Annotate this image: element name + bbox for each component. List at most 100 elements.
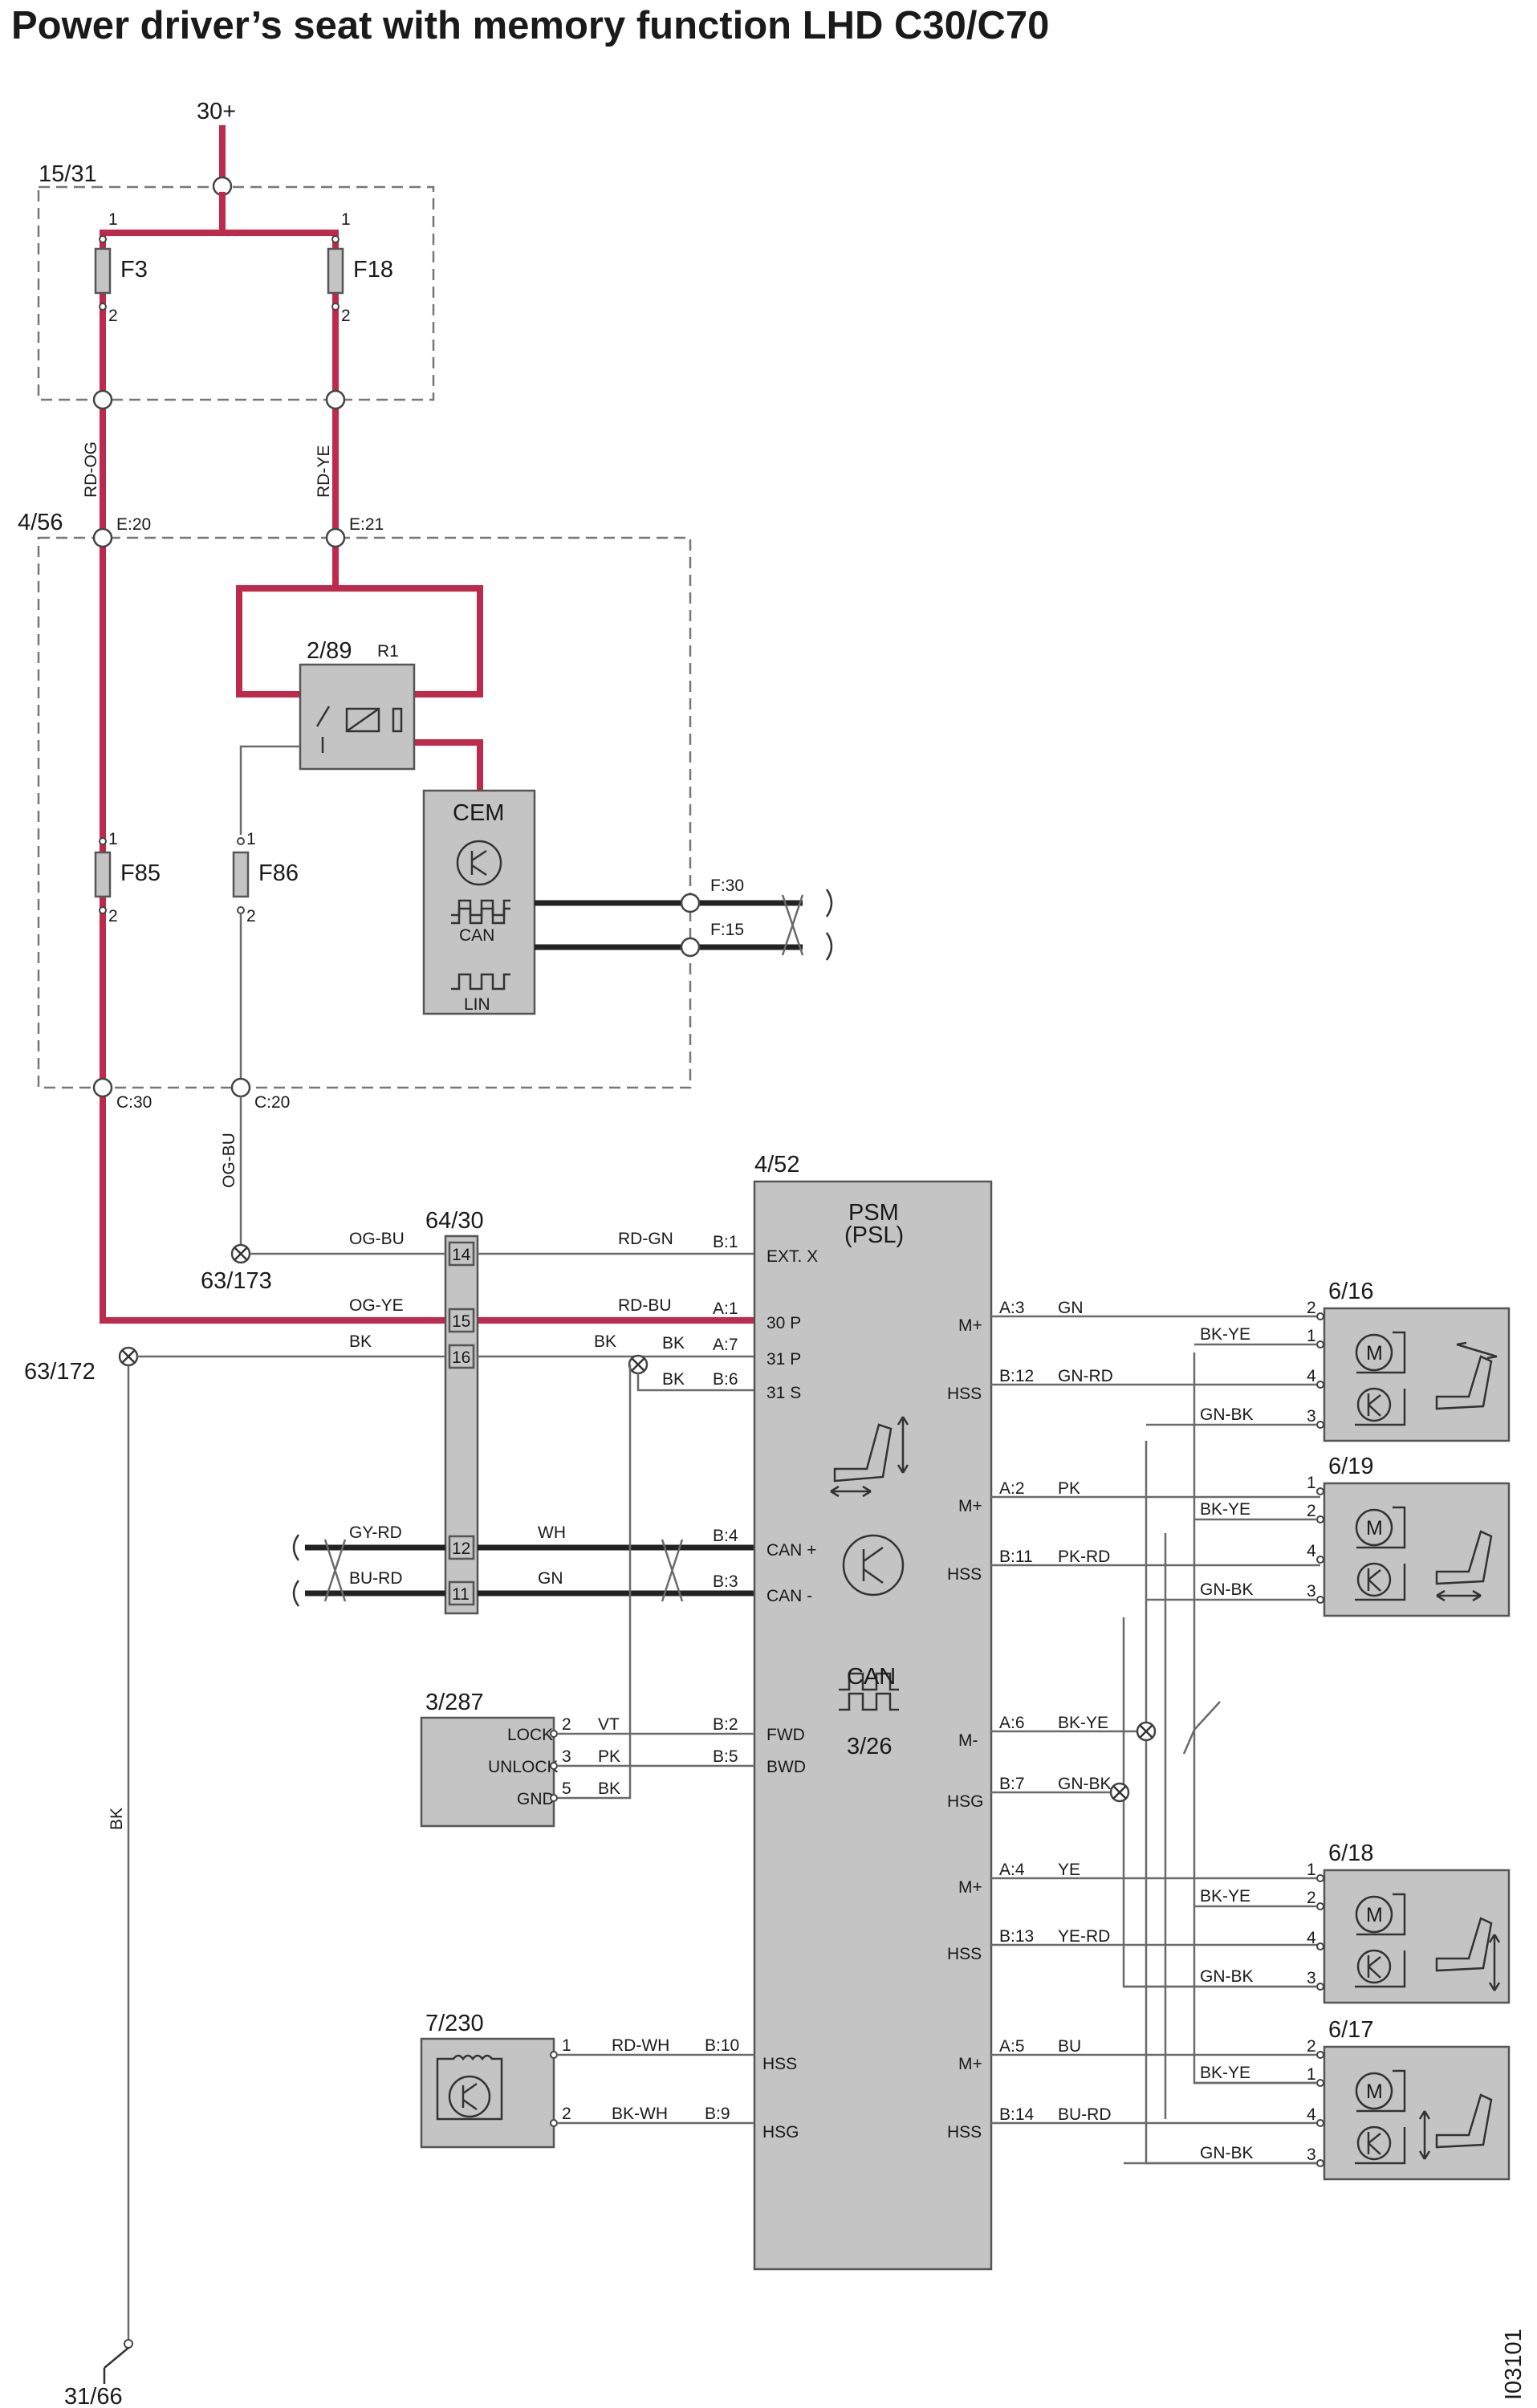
label-15-31: 15/31 [39,161,97,187]
psm-right-pin-A:6: M-A:6BK-YE [958,1714,1137,1750]
motor-id: 6/19 [1328,1454,1373,1479]
relay-name: R1 [377,642,399,661]
motor-id: 6/16 [1328,1279,1373,1304]
label-4-56: 4/56 [18,510,63,535]
wire-label-og-bu: OG-BU [220,1133,238,1188]
svg-text:5: 5 [562,1780,571,1798]
svg-text:A:6: A:6 [999,1714,1025,1732]
svg-text:GND: GND [517,1790,555,1808]
label-4-52: 4/52 [754,1152,799,1178]
svg-text:BK-YE: BK-YE [1200,1887,1250,1906]
svg-text:RD-WH: RD-WH [612,2036,669,2055]
svg-text:YE: YE [1058,1861,1080,1879]
label-e21: E:21 [349,515,384,534]
label-63-172: 63/172 [24,1359,96,1385]
svg-text:HSG: HSG [762,2123,799,2142]
wire-label-right: WH [538,1523,566,1542]
svg-text:4: 4 [1307,1929,1316,1947]
svg-text:HSG: HSG [947,1792,984,1811]
svg-text:1: 1 [562,2036,571,2055]
cem-lin-label: LIN [464,995,490,1014]
svg-text:2: 2 [1307,2037,1316,2056]
wire-label-left: BU-RD [349,1569,403,1588]
cem-can-label: CAN [459,926,494,945]
node-f30 [680,893,701,913]
svg-text:3: 3 [1307,1582,1316,1601]
wire-label-rd-og: RD-OG [82,441,100,498]
svg-text:HSS: HSS [762,2055,797,2073]
svg-text:1: 1 [1307,1327,1316,1345]
svg-text:3: 3 [1307,2146,1316,2164]
svg-text:BK-WH: BK-WH [612,2105,668,2123]
svg-text:GN-BK: GN-BK [1200,1405,1254,1424]
svg-text:GN-RD: GN-RD [1058,1367,1113,1385]
svg-text:UNLOCK: UNLOCK [488,1758,559,1776]
svg-text:BU-RD: BU-RD [1058,2105,1112,2124]
fuse-f18-label: F18 [353,257,393,283]
svg-text:YE-RD: YE-RD [1058,1927,1110,1946]
wire-label-right: BK [594,1332,616,1351]
svg-text:B:14: B:14 [999,2105,1035,2124]
splice-m-minus [1136,1721,1157,1742]
label-f15: F:15 [710,921,744,939]
wire-relay-f86 [239,745,300,835]
svg-text:1: 1 [246,830,256,848]
svg-text:B:11: B:11 [999,1548,1033,1566]
svg-text:HSS: HSS [947,1945,982,1963]
node-box-exit-right [325,389,346,410]
svg-text:2: 2 [1307,1299,1316,1317]
svg-text:2: 2 [1307,1889,1316,1907]
svg-text:1: 1 [108,210,118,229]
svg-text:CAN +: CAN + [766,1541,816,1560]
svg-text:BK: BK [662,1334,685,1352]
psm-right-pin-A:2: M+A:2PK [958,1479,1320,1515]
svg-text:BU: BU [1058,2037,1081,2056]
svg-text:HSS: HSS [947,1385,982,1403]
svg-text:BWD: BWD [766,1758,806,1776]
splice-63-173 [230,1243,251,1264]
motor-m-glyph: M [1366,1517,1383,1540]
svg-text:B:12: B:12 [999,1367,1034,1385]
svg-text:1: 1 [341,210,351,229]
wire-label-right: GN [538,1569,563,1588]
svg-text:2: 2 [1307,1502,1316,1520]
cem-module: CEM CAN LIN [422,789,536,1015]
svg-text:B:10: B:10 [705,2036,739,2055]
svg-text:3: 3 [562,1747,571,1766]
svg-text:GN: GN [1058,1299,1084,1317]
svg-text:4: 4 [1307,1542,1316,1560]
svg-text:PK: PK [598,1747,620,1766]
svg-text:A:7: A:7 [713,1336,738,1354]
motor-m-glyph: M [1366,1342,1383,1365]
svg-text:30 P: 30 P [766,1314,801,1332]
motor-m-glyph: M [1366,2081,1383,2103]
svg-text:B:1: B:1 [713,1233,738,1251]
relay-r1: 2/89 R1 [299,638,416,771]
svg-text:B:4: B:4 [713,1527,738,1545]
psm-right-pin-A:5: M+A:5BU [958,2037,1320,2073]
fuse-f85: 1 2 F85 [94,830,161,925]
svg-text:A:1: A:1 [713,1300,738,1318]
fuse-f86-label: F86 [258,860,299,886]
splice-63-172 [118,1346,139,1367]
fuse-f86: 1 2 F86 [232,830,299,925]
wire-label-rd-ye: RD-YE [315,445,333,498]
svg-text:HSS: HSS [947,1565,982,1584]
svg-text:1: 1 [1307,2065,1316,2084]
svg-text:2: 2 [108,907,118,925]
psm-3-26: 3/26 [847,1734,892,1759]
svg-text:VT: VT [598,1715,620,1734]
psm-module: PSM (PSL) CAN 3/26 [753,1180,993,2271]
